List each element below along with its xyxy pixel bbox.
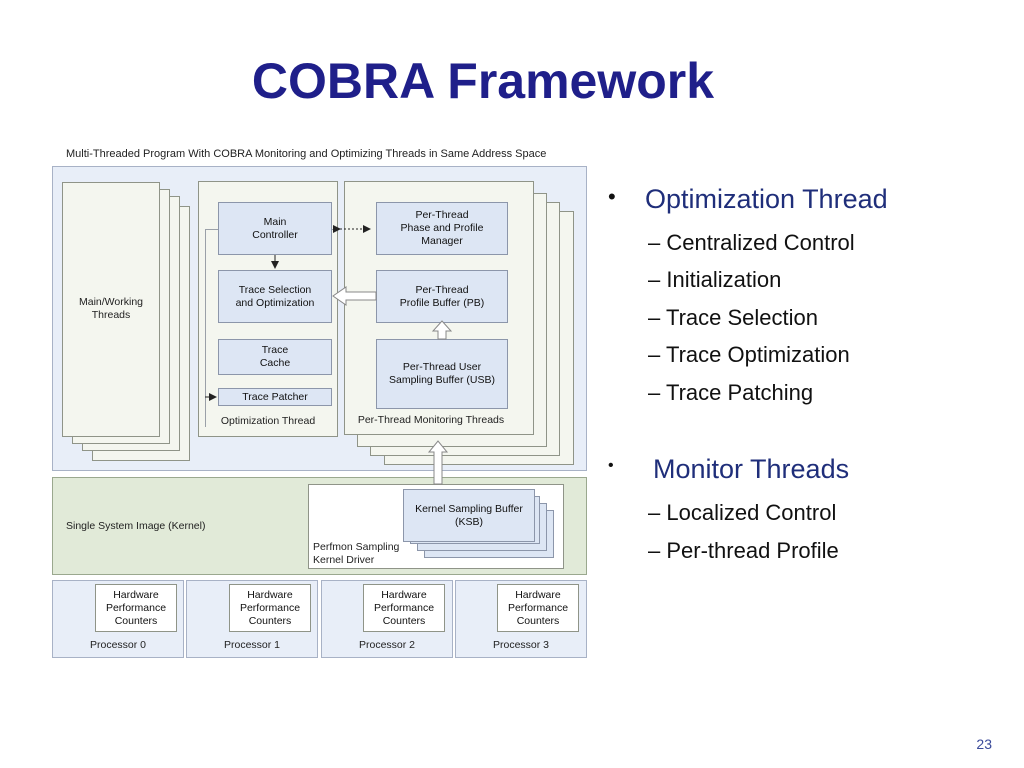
main-threads-label: Main/Working Threads xyxy=(79,296,143,321)
trace-selection-box: Trace Selection and Optimization xyxy=(218,270,332,323)
processor-label-3: Processor 3 xyxy=(492,639,550,651)
page-number: 23 xyxy=(976,736,992,752)
bullet-sub-1-1: – Per-thread Profile xyxy=(648,538,839,563)
hw-counters-0: Hardware Performance Counters xyxy=(95,584,177,632)
hw-counters-3: Hardware Performance Counters xyxy=(497,584,579,632)
bullet-heading-1: Monitor Threads xyxy=(653,454,850,484)
trace-patcher-box: Trace Patcher xyxy=(218,388,332,406)
kernel-label: Single System Image (Kernel) xyxy=(66,520,206,532)
phase-profile-manager-box: Per-Thread Phase and Profile Manager xyxy=(376,202,508,255)
processor-label-1: Processor 1 xyxy=(223,639,281,651)
bullet-sub-0-2: – Trace Selection xyxy=(648,305,818,330)
main-controller-box: Main Controller xyxy=(218,202,332,255)
bullet-heading-0: Optimization Thread xyxy=(645,184,888,214)
user-sampling-buffer-box: Per-Thread User Sampling Buffer (USB) xyxy=(376,339,508,409)
profile-buffer-box: Per-Thread Profile Buffer (PB) xyxy=(376,270,508,323)
processor-label-0: Processor 0 xyxy=(89,639,147,651)
hw-counters-1: Hardware Performance Counters xyxy=(229,584,311,632)
main-threads-card xyxy=(62,182,160,437)
bullet-sub-0-1: – Initialization xyxy=(648,267,782,292)
slide-title: COBRA Framework xyxy=(251,53,715,109)
kernel-sampling-buffer-box: Kernel Sampling Buffer (KSB) xyxy=(403,489,535,542)
bullet-dot-1: • xyxy=(608,457,614,474)
bullet-sub-0-4: – Trace Patching xyxy=(648,380,814,405)
bullet-sub-0-3: – Trace Optimization xyxy=(648,342,850,367)
bullet-sub-1-0: – Localized Control xyxy=(648,500,837,525)
processor-label-2: Processor 2 xyxy=(358,639,416,651)
hw-counters-2: Hardware Performance Counters xyxy=(363,584,445,632)
optimization-thread-label: Optimization Thread xyxy=(220,415,316,427)
monitoring-threads-label: Per-Thread Monitoring Threads xyxy=(357,414,505,426)
bullet-dot-0: • xyxy=(608,184,616,209)
trace-cache-box: Trace Cache xyxy=(218,339,332,375)
perfmon-driver-label: Perfmon Sampling Kernel Driver xyxy=(313,541,400,566)
bullet-sub-0-0: – Centralized Control xyxy=(648,230,855,255)
diagram-caption: Multi-Threaded Program With COBRA Monito… xyxy=(66,148,547,160)
